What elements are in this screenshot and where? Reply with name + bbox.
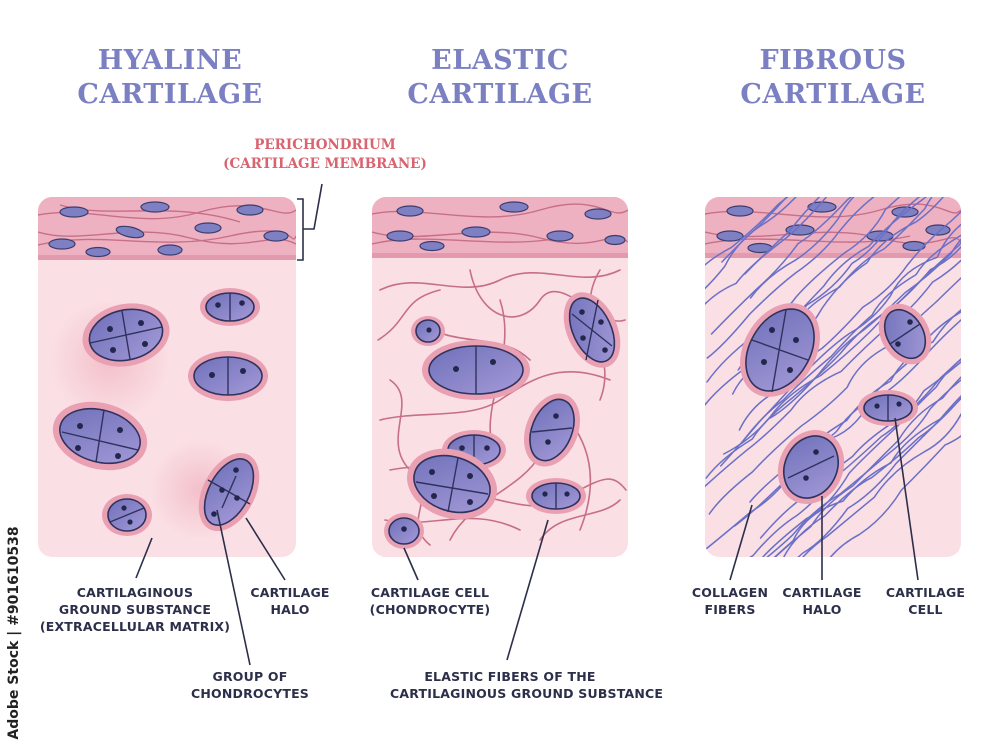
label-fibrous-cell: CARTILAGE CELL [885,585,966,617]
membrane-edge [38,255,296,260]
hyaline-cell-group [82,303,170,367]
fibrous-cell-group [858,390,918,426]
leader-cartilage-cell [403,547,419,581]
hyaline-cell-group [188,351,268,401]
label-collagen-fibers: COLLAGEN FIBERS [691,585,769,617]
label-fibrous-halo: CARTILAGE HALO [782,585,862,617]
membrane-nuclei [386,201,626,252]
label-cartilage-cell: CARTILAGE CELL (CHONDROCYTE) [369,585,491,617]
leader-fibrous-cell [894,417,919,581]
fibrous-cell-group [878,303,932,365]
hyaline-cell-group [200,288,260,326]
elastic-panel [372,197,628,557]
collagen-fiber [718,354,961,557]
membrane-nuclei [48,201,289,258]
collagen-fiber [705,391,961,557]
label-group-of-chondrocytes: GROUP OF CHONDROCYTES [190,669,310,701]
collagen-fiber [741,197,961,443]
membrane-nuclei [716,201,951,254]
collagen-fiber [749,197,961,299]
elastic-cell [384,513,424,549]
fibrous-cell-group [777,430,845,504]
title-elastic: ELASTIC CARTILAGE [407,45,593,110]
collagen-fiber [745,361,961,557]
membrane-edge [372,253,628,258]
collagen-fiber [708,256,961,515]
label-elastic-fibers: ELASTIC FIBERS OF THE CARTILAGINOUS GROU… [390,669,664,701]
elastic-cell-group [526,478,586,514]
leader-lines [135,417,919,666]
elastic-cell-group [407,448,497,520]
membrane-edge [705,253,961,258]
collagen-fiber [706,197,961,359]
elastic-cell [411,316,445,346]
collagen-fiber [745,327,961,557]
collagen-fiber [719,210,961,467]
perichondrium-label: PERICHONDRIUM (CARTILAGE MEMBRANE) [223,137,427,172]
leader-collagen-fibers [729,504,753,581]
collagen-fiber [705,197,961,287]
leader-group-of-chondrocytes [216,509,251,666]
label-hyaline-halo: CARTILAGE HALO [250,585,330,617]
collagen-fiber [710,197,961,335]
title-fibrous: FIBROUS CARTILAGE [740,45,926,110]
collagen-fiber [705,197,957,323]
fibrous-cell-group [740,303,820,397]
fibrous-panel [705,197,961,557]
leader-hyaline-halo [245,517,286,581]
collagen-fiber [705,241,961,491]
leader-ground-substance [135,537,153,579]
collagen-fiber [744,197,961,275]
elastic-cell-group [524,393,580,467]
collagen-fiber [718,400,961,557]
perichondrium-bracket [297,198,304,261]
leader-elastic-fibers [506,519,549,661]
stock-watermark: Adobe Stock | #901610538 [6,525,22,740]
collagen-fiber [721,197,961,263]
hyaline-cell-group [102,494,152,536]
hyaline-cell-group [52,401,148,471]
elastic-cell-group [563,292,621,368]
label-ground-substance: CARTILAGINOUS GROUND SUBSTANCE (EXTRACEL… [39,585,231,634]
elastic-cell-group [422,340,530,400]
collagen-fiber [705,197,943,311]
hyaline-panel [38,183,323,557]
bracket-pointer [303,183,323,230]
collagen-fiber [705,224,961,479]
title-hyaline: HYALINE CARTILAGE [77,45,263,110]
hyaline-cell-group [198,452,260,532]
